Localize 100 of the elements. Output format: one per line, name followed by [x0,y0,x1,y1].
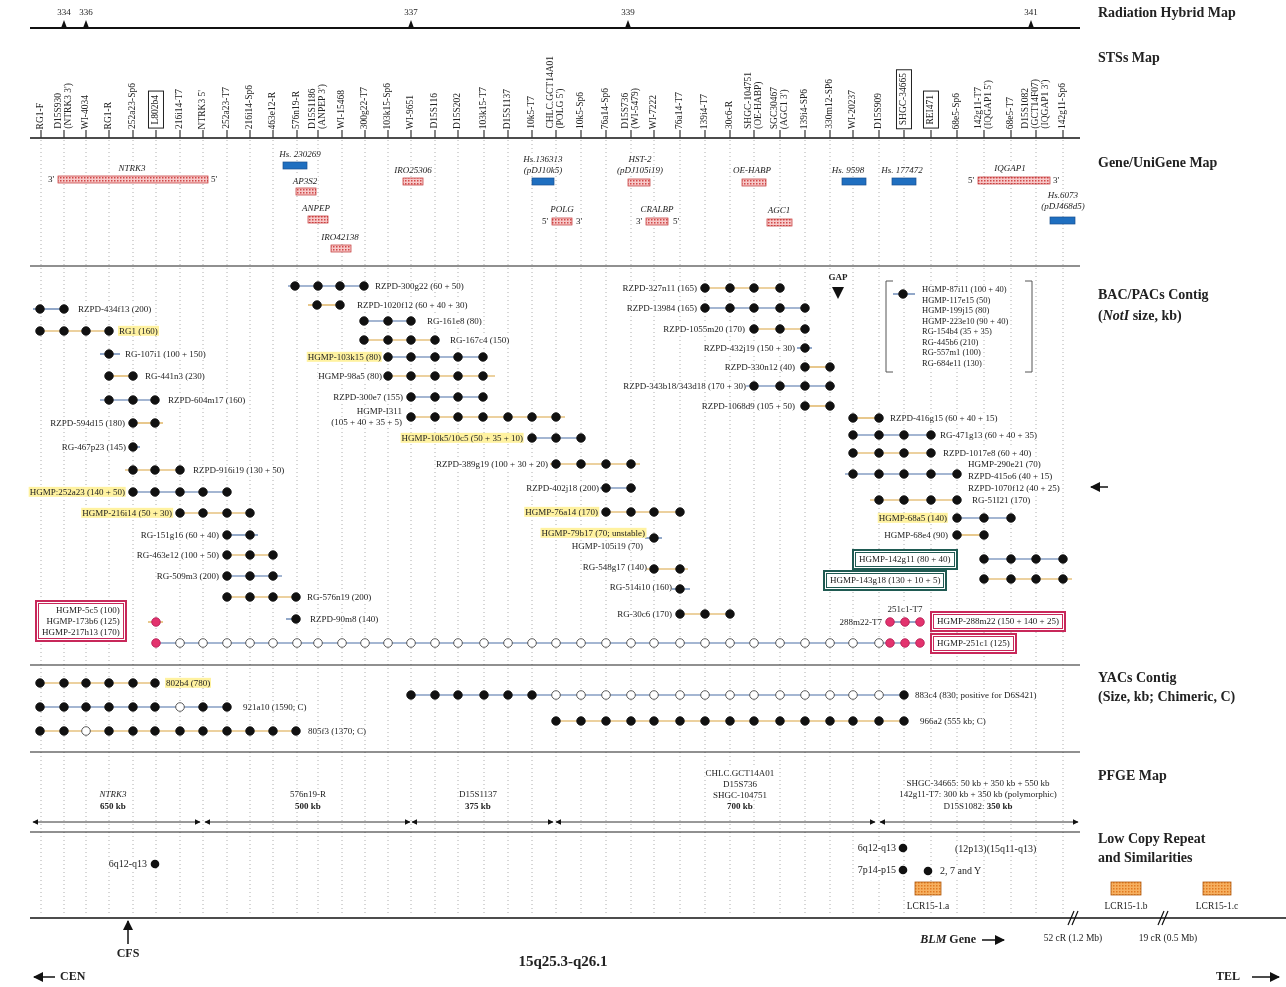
clone-label: RZPD-434f13 (200) [78,303,152,315]
clone-label: 288m22-T7 [839,616,882,628]
marker-label: D15S909 [874,93,884,129]
clone-label: HGMP-98a5 (80) [318,370,382,382]
highlighted-clone-label: HGMP-79b17 (70; unstable) [540,527,646,539]
highlighted-clone-label: RG1 (160) [118,325,159,337]
marker-label: NTRK3 5' [198,89,208,129]
marker-label: D15S930 (NTRK3 3') [54,83,74,129]
marker-label: SGC30467 (AGC1 3') [770,86,790,129]
marker-label: 68e5-T7 [1006,96,1016,129]
clone-label: RZPD-343b18/343d18 (170 + 30) [623,380,746,392]
pfge-label: D15S1137 [458,788,498,800]
highlighted-clone-box [852,549,958,570]
distance-label: 52 cR (1.2 Mb) [1043,932,1103,944]
clone-label: RG-684e11 (130) [922,358,982,369]
marker-label: WI-15468 [337,89,347,129]
clone-label: RG-548g17 (140) [582,561,647,573]
yac-label: 921a10 (1590; C) [243,701,307,713]
clone-label: RZPD-1070f12 (40 + 25) [968,482,1060,494]
highlighted-clone-box [930,611,1066,632]
gene-label: HST-2 [628,153,652,165]
gene-label: Hs. 230269 [279,148,321,160]
repeat-label: LCR15-1.a [906,900,950,912]
gene-label: CRALBP [640,203,674,215]
clone-label: RG-576n19 (200) [307,591,372,603]
section-heading: (NotI size, kb) [1098,307,1182,325]
highlighted-clone-label: HGMP-103k15 (80) [306,351,382,363]
marker-label: 30c6-R [725,101,735,129]
clone-label: RG-471g13 (60 + 40 + 35) [940,429,1037,441]
marker-label: D15S1082 (GCT14F07) (IQGAP1 3') [1021,79,1051,129]
marker-label: 103k15-Sp6 [383,82,393,129]
marker-label: D15S736 (WI-5479) [621,88,641,129]
highlighted-clone-box [823,570,948,591]
clone-label: RZPD-1068d9 (105 + 50) [701,400,795,412]
clone-label: RG-463e12 (100 + 50) [136,549,219,561]
marker-label: D15S116 [430,93,440,129]
clone-label: RG-557m1 (100) [922,348,981,358]
strand-end-label: 3' [635,215,643,227]
gene-label: AP3S2 [292,175,318,187]
clone-label: HGMP-87i11 (100 + 40) [922,285,1007,295]
site-label: CFS [116,947,140,961]
clone-label: RZPD-330n12 (40) [724,361,795,373]
pfge-label: D15S1082: 350 kb [943,800,1013,812]
strand-end-label: 3' [575,215,583,227]
marker-label: 252a23-Sp6 [128,83,138,129]
clone-label: RZPD-1055m20 (170) [663,323,745,335]
marker-label: 216i14-Sp6 [245,84,255,129]
highlighted-clone-label: HGMP-68a5 (140) [877,512,948,524]
pfge-label: SHGC-34665: 50 kb + 350 kb + 550 kb [906,777,1050,789]
chromosome-locus-label: (12p13)(15q11-q13) [955,843,1037,855]
highlighted-clone-box [930,633,1017,654]
chromosome-end-label: TEL [1216,970,1240,984]
clone-label: HGMP-143g18 (130 + 10 + 5) [830,575,941,586]
strand-end-label: 5' [967,174,975,186]
clone-label: RZPD-1017e8 (60 + 40) [943,447,1032,459]
gene-label: (pDJ468d5) [1041,200,1085,212]
gene-label: NTRK3 [99,788,127,800]
clone-label: HGMP-288m22 (150 + 140 + 25) [937,616,1059,627]
clone-label: RG-445b6 (210) [922,337,979,348]
clone-label: RZPD-300g22 (60 + 50) [375,280,464,292]
clone-label: RZPD-416g15 (60 + 40 + 15) [890,412,998,424]
gene-label: Hs.136313 [523,153,563,165]
clone-label: RZPD-402j18 (200) [526,482,599,494]
clone-label: RG-441n3 (230) [145,370,205,382]
marker-label: 139i4-SP6 [800,88,810,129]
clone-label: RZPD-1020f12 (60 + 40 + 30) [357,299,468,311]
gene-label: Hs. 177472 [881,164,923,176]
section-heading: PFGE Map [1098,767,1167,785]
marker-label: SHGC-34665 [898,72,908,125]
highlighted-clone-label: HGMP-10k5/10c5 (50 + 35 + 10) [400,432,524,444]
scale-number: 339 [621,6,635,18]
marker-label: RG1-F [36,102,46,129]
clone-label: RZPD-327n11 (165) [622,282,697,294]
clone-label: RG-467p23 (145) [61,441,126,453]
repeat-label: LCR15-1.b [1104,900,1148,912]
marker-label: 68e5-Sp6 [952,92,962,129]
clone-label: RG-167c4 (150) [450,334,510,346]
clone-label: HGMP-117e15 (50) [922,295,991,306]
yac-label: 883c4 (830; positive for D6S421) [915,689,1037,701]
chromosome-end-label: CEN [60,970,86,984]
clone-label: RG-30c6 (170) [617,608,672,620]
clone-label: RG-107i1 (100 + 150) [125,348,206,360]
marker-label: RG1-R [104,101,114,129]
marker-label: REI471 [925,95,935,125]
clone-label: RZPD-432j19 (150 + 30) [703,342,795,354]
strand-end-label: 5' [541,215,549,227]
clone-label: HGMP-199j15 (80) [922,306,990,316]
clone-label: RZPD-594d15 (180) [50,417,125,429]
marker-label: 76a14-Sp6 [601,87,611,129]
strand-end-label: 3' [1052,174,1060,186]
marker-label: 330m12-SP6 [825,79,835,129]
pfge-size-label: 375 kb [465,800,491,812]
clone-label: RG-509m3 (200) [156,570,219,582]
clone-label: RG-151g16 (60 + 40) [140,529,219,541]
pfge-label: 142g11-T7: 300 kb + 350 kb (polymorphic) [899,788,1057,800]
marker-label: WI-4034 [81,94,91,129]
gene-label: NTRK3 [118,162,146,174]
clone-label: RZPD-13984 (165) [626,302,697,314]
pfge-label: D15S736 [723,778,757,790]
section-heading: Radiation Hybrid Map [1098,4,1236,22]
